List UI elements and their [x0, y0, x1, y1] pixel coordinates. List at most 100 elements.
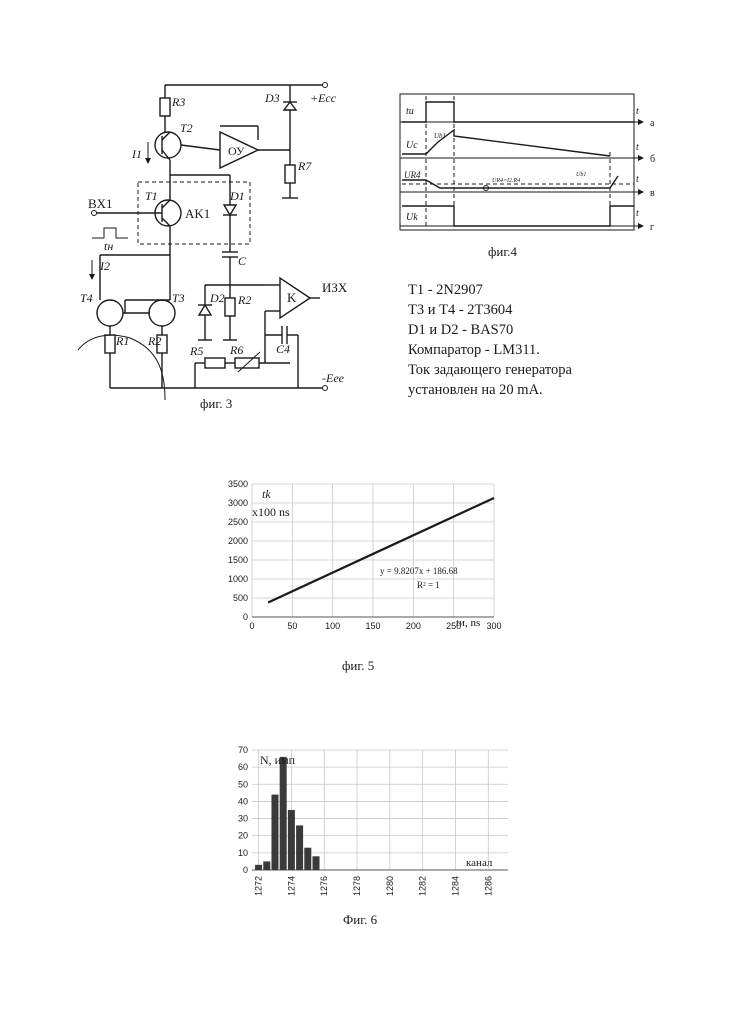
fig6-xtick: 1276 [319, 876, 329, 896]
fig5-xlabel: tи, ns [456, 617, 480, 629]
fig6-caption: Фиг. 6 [343, 912, 378, 927]
spec-line-3: D1 и D2 - BAS70 [408, 322, 514, 338]
fig5-xtick: 50 [287, 621, 297, 631]
eee-label: -Eee [322, 371, 345, 385]
i2-label: I2 [99, 259, 110, 273]
fig6-ytick: 10 [238, 848, 248, 858]
fig4-row-a-axis: t [636, 106, 639, 117]
r7-label: R7 [297, 159, 312, 173]
fig4-row-v-axis: t [636, 174, 639, 185]
fig6-ytick: 30 [238, 814, 248, 824]
k-comparator [279, 276, 312, 320]
d3-zener [282, 100, 298, 111]
fig4-row-v-letter: в [650, 188, 655, 199]
fig3-circuit: R3 T2 D3 +Ecc R7 ОУ I1 T1 AK1 D1 BX1 tн … [77, 82, 348, 400]
fig6-ytick: 20 [238, 831, 248, 841]
component-specs: T1 - 2N2907 T3 и T4 - 2T3604 D1 и D2 - B… [408, 280, 572, 400]
fig4-row-a-letter: а [650, 118, 655, 129]
fig5-ytick: 1000 [228, 574, 248, 584]
d2-diode [197, 303, 213, 316]
fig4-row-b-axis: t [636, 142, 639, 153]
vx1-label: BX1 [88, 196, 113, 211]
fig6-xtick: 1280 [385, 876, 395, 896]
c-label: C [238, 254, 247, 268]
fig5-fit-line [267, 496, 495, 604]
fig6-chart: 0 10 20 30 40 50 60 70 1272 1274 1276 1278 1280 1282 1… [238, 745, 508, 896]
d1-label: D1 [229, 189, 245, 203]
r1-resistor [104, 334, 116, 354]
fig6-xtick: 1282 [418, 876, 428, 896]
t1-label: T1 [145, 189, 158, 203]
fig6-bar [271, 794, 279, 870]
fig4-row-b-letter: б [650, 154, 655, 165]
t3-label: T3 [172, 291, 185, 305]
d2-label: D2 [209, 291, 225, 305]
fig5-caption: фиг. 5 [342, 658, 375, 673]
fig5-ytick: 3500 [228, 479, 248, 489]
fig6-ytick: 70 [238, 745, 248, 755]
t4-label: T4 [80, 291, 93, 305]
r7-resistor [284, 164, 296, 184]
t2-label: T2 [180, 121, 193, 135]
fig5-xtick: 150 [365, 621, 380, 631]
fig4-row-a-label: tи [406, 106, 414, 117]
fig6-bar [304, 847, 312, 870]
fig6-ytick: 0 [243, 865, 248, 875]
fig6-xtick: 1274 [286, 876, 296, 896]
fig5-xtick: 0 [249, 621, 254, 631]
fig4-row-v-label: UR4 [404, 170, 421, 180]
fig6-ytick: 50 [238, 779, 248, 789]
fig5-ytick: 1500 [228, 555, 248, 565]
fig4-row-g-axis: t [636, 208, 639, 219]
fig6-ylabel: N, имп [260, 753, 296, 767]
fig6-ytick: 40 [238, 796, 248, 806]
fig5-ylabel-main: tk [262, 487, 271, 501]
d3-label: D3 [264, 91, 280, 105]
fig5-ytick: 0 [243, 612, 248, 622]
fig5-ytick: 2000 [228, 536, 248, 546]
fig5-ytick: 500 [233, 593, 248, 603]
ecc-label: +Ecc [310, 91, 337, 105]
fig4-row-v-note2: Ub1 [576, 172, 586, 178]
t2-transistor [154, 131, 182, 159]
c4-label: C4 [276, 342, 290, 356]
spec-line-6: установлен на 20 mA. [408, 382, 543, 398]
d1-diode [222, 204, 238, 217]
fig6-xtick: 1278 [352, 876, 362, 896]
fig6-xtick: 1272 [254, 876, 264, 896]
spec-line-4: Компаратор - LM311. [408, 342, 540, 358]
fig5-ylabel-unit: x100 ns [252, 505, 290, 519]
fig4-row-g-label: Uk [406, 212, 418, 223]
spec-line-1: T1 - 2N2907 [408, 282, 483, 298]
fig4-row-b-note: Ub1 [434, 132, 446, 140]
r2-label: R2 [147, 334, 161, 348]
t4-transistor [96, 299, 124, 327]
fig5-xtick: 200 [406, 621, 421, 631]
fig6-bar [263, 861, 271, 870]
fig6-bar [255, 864, 263, 870]
k-label: K [287, 290, 297, 305]
fig4-timing: tи t а Uc Ub1 t б UR4 UR4=I2.R4 Ub1 t в … [399, 93, 655, 233]
r6-resistor [234, 357, 260, 369]
fig4-row-g-letter: г [650, 222, 654, 233]
ak1-label: AK1 [185, 206, 210, 221]
fig6-bar [312, 856, 320, 870]
i1-label: I1 [131, 147, 142, 161]
fig6-xlabel: канал [466, 857, 493, 869]
r5-label: R5 [189, 344, 203, 358]
fig5-xtick: 100 [325, 621, 340, 631]
fig5-r2: R² = 1 [417, 580, 440, 590]
fig3-caption: фиг. 3 [200, 396, 233, 411]
fig6-xtick: 1284 [450, 876, 460, 896]
fig4-row-b-label: Uc [406, 140, 418, 151]
fig5-ytick: 3000 [228, 498, 248, 508]
fig6-bar [279, 756, 287, 870]
fig6-ytick: 60 [238, 762, 248, 772]
fig5-xtick: 250 [446, 621, 461, 631]
izx-label: ИЗХ [322, 280, 348, 295]
ou-label: ОУ [228, 144, 245, 158]
r6-label: R6 [229, 343, 243, 357]
r3-resistor [159, 97, 171, 117]
fig6-bar [296, 825, 304, 870]
